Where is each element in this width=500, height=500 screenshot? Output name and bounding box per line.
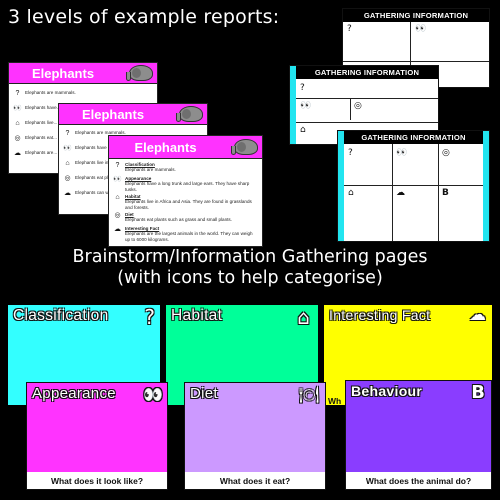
cloud-icon: ☁ [114, 226, 121, 233]
gathering-sheet-title: GATHERING INFORMATION [343, 9, 489, 22]
cloud-icon: ☁ [396, 188, 405, 198]
report-row: ◎ Elephants eat... [14, 135, 57, 142]
partial-question-text: Wh [328, 396, 342, 406]
report-row: ◎ Elephants eat plants... [64, 175, 121, 182]
category-question: What does it look like? [50, 476, 144, 486]
eyes-icon: 👀 [300, 101, 312, 111]
eyes-icon: 👀 [13, 105, 22, 112]
section-subheading-line-2: (with icons to help categorise) [117, 268, 383, 288]
report-row: ☁ Elephants can weigh up to... [64, 190, 133, 197]
report-title: Elephants [134, 140, 197, 155]
category-label: Habitat [171, 307, 223, 324]
gathering-sheet-title: GATHERING INFORMATION [296, 66, 438, 79]
house-icon: ⌂ [300, 125, 306, 135]
category-label: Classification [13, 307, 109, 324]
question-icon: ? [144, 305, 155, 329]
cloud-icon: ☁ [469, 305, 486, 325]
plate-icon: 🍽 [298, 385, 319, 404]
report-row: ? Elephants are mammals. [63, 129, 203, 143]
category-card-diet: Diet 🍽 What does it eat? [184, 382, 326, 490]
category-card-appearance: Appearance 👀 What does it look like? [26, 382, 168, 490]
report-row: ⌂ Elephants live... [13, 119, 153, 133]
category-question: What does it eat? [219, 476, 291, 486]
report-row: 👀 Elephants have... [13, 105, 61, 112]
eyes-icon: 👀 [396, 148, 408, 158]
eyes-icon: 👀 [143, 385, 163, 404]
plate-icon: ◎ [354, 101, 362, 111]
question-icon: ? [300, 83, 305, 93]
gathering-sheet-title: GATHERING INFORMATION [344, 131, 483, 144]
gathering-sheet-middle: GATHERING INFORMATION ? 👀 ◎ ⌂ [289, 65, 439, 145]
elephant-icon [176, 106, 203, 122]
report-row: ⌂ Elephants live in grasslands... [63, 159, 203, 173]
category-label: Appearance [32, 385, 116, 402]
category-label: Behaviour [351, 383, 423, 399]
b-letter-icon: B [442, 188, 449, 198]
report-row: ? Elephants are mammals. [13, 89, 153, 103]
question-icon: ? [348, 148, 353, 158]
category-label: Interesting Fact [329, 307, 431, 323]
category-label: Diet [190, 385, 218, 402]
report-row: ☁ Elephants are... [14, 150, 58, 157]
question-icon: ? [115, 162, 120, 169]
section-subheading-line-1: Brainstorm/Information Gathering pages [72, 247, 428, 267]
question-icon: ? [65, 130, 70, 137]
question-icon: ? [347, 24, 352, 34]
house-icon: ⌂ [348, 188, 354, 198]
report-title: Elephants [81, 107, 145, 122]
question-icon: ? [15, 90, 20, 97]
cloud-icon: ☁ [14, 150, 21, 157]
report-title: Elephants [31, 66, 95, 81]
house-icon: ⌂ [15, 120, 20, 127]
house-icon: ⌂ [65, 160, 70, 167]
plate-icon: ◎ [114, 212, 121, 219]
eyes-icon: 👀 [113, 176, 122, 183]
plate-icon: ◎ [442, 148, 450, 158]
category-card-behaviour: Behaviour B What does the animal do? [345, 380, 492, 490]
plate-icon: ◎ [14, 135, 21, 142]
eyes-icon: 👀 [63, 145, 72, 152]
gathering-sheet-front: GATHERING INFORMATION ? 👀 ◎ ⌂ ☁ B [337, 130, 490, 242]
category-question: What does the animal do? [365, 476, 472, 486]
house-icon: ⌂ [115, 194, 120, 201]
elephant-icon [126, 65, 153, 81]
plate-icon: ◎ [64, 175, 71, 182]
eyes-icon: 👀 [415, 24, 427, 34]
cloud-icon: ☁ [64, 190, 71, 197]
b-letter-icon: B [471, 382, 485, 403]
house-icon: ⌂ [297, 305, 310, 329]
elephant-icon [231, 139, 258, 155]
page-heading: 3 levels of example reports: [8, 6, 280, 28]
